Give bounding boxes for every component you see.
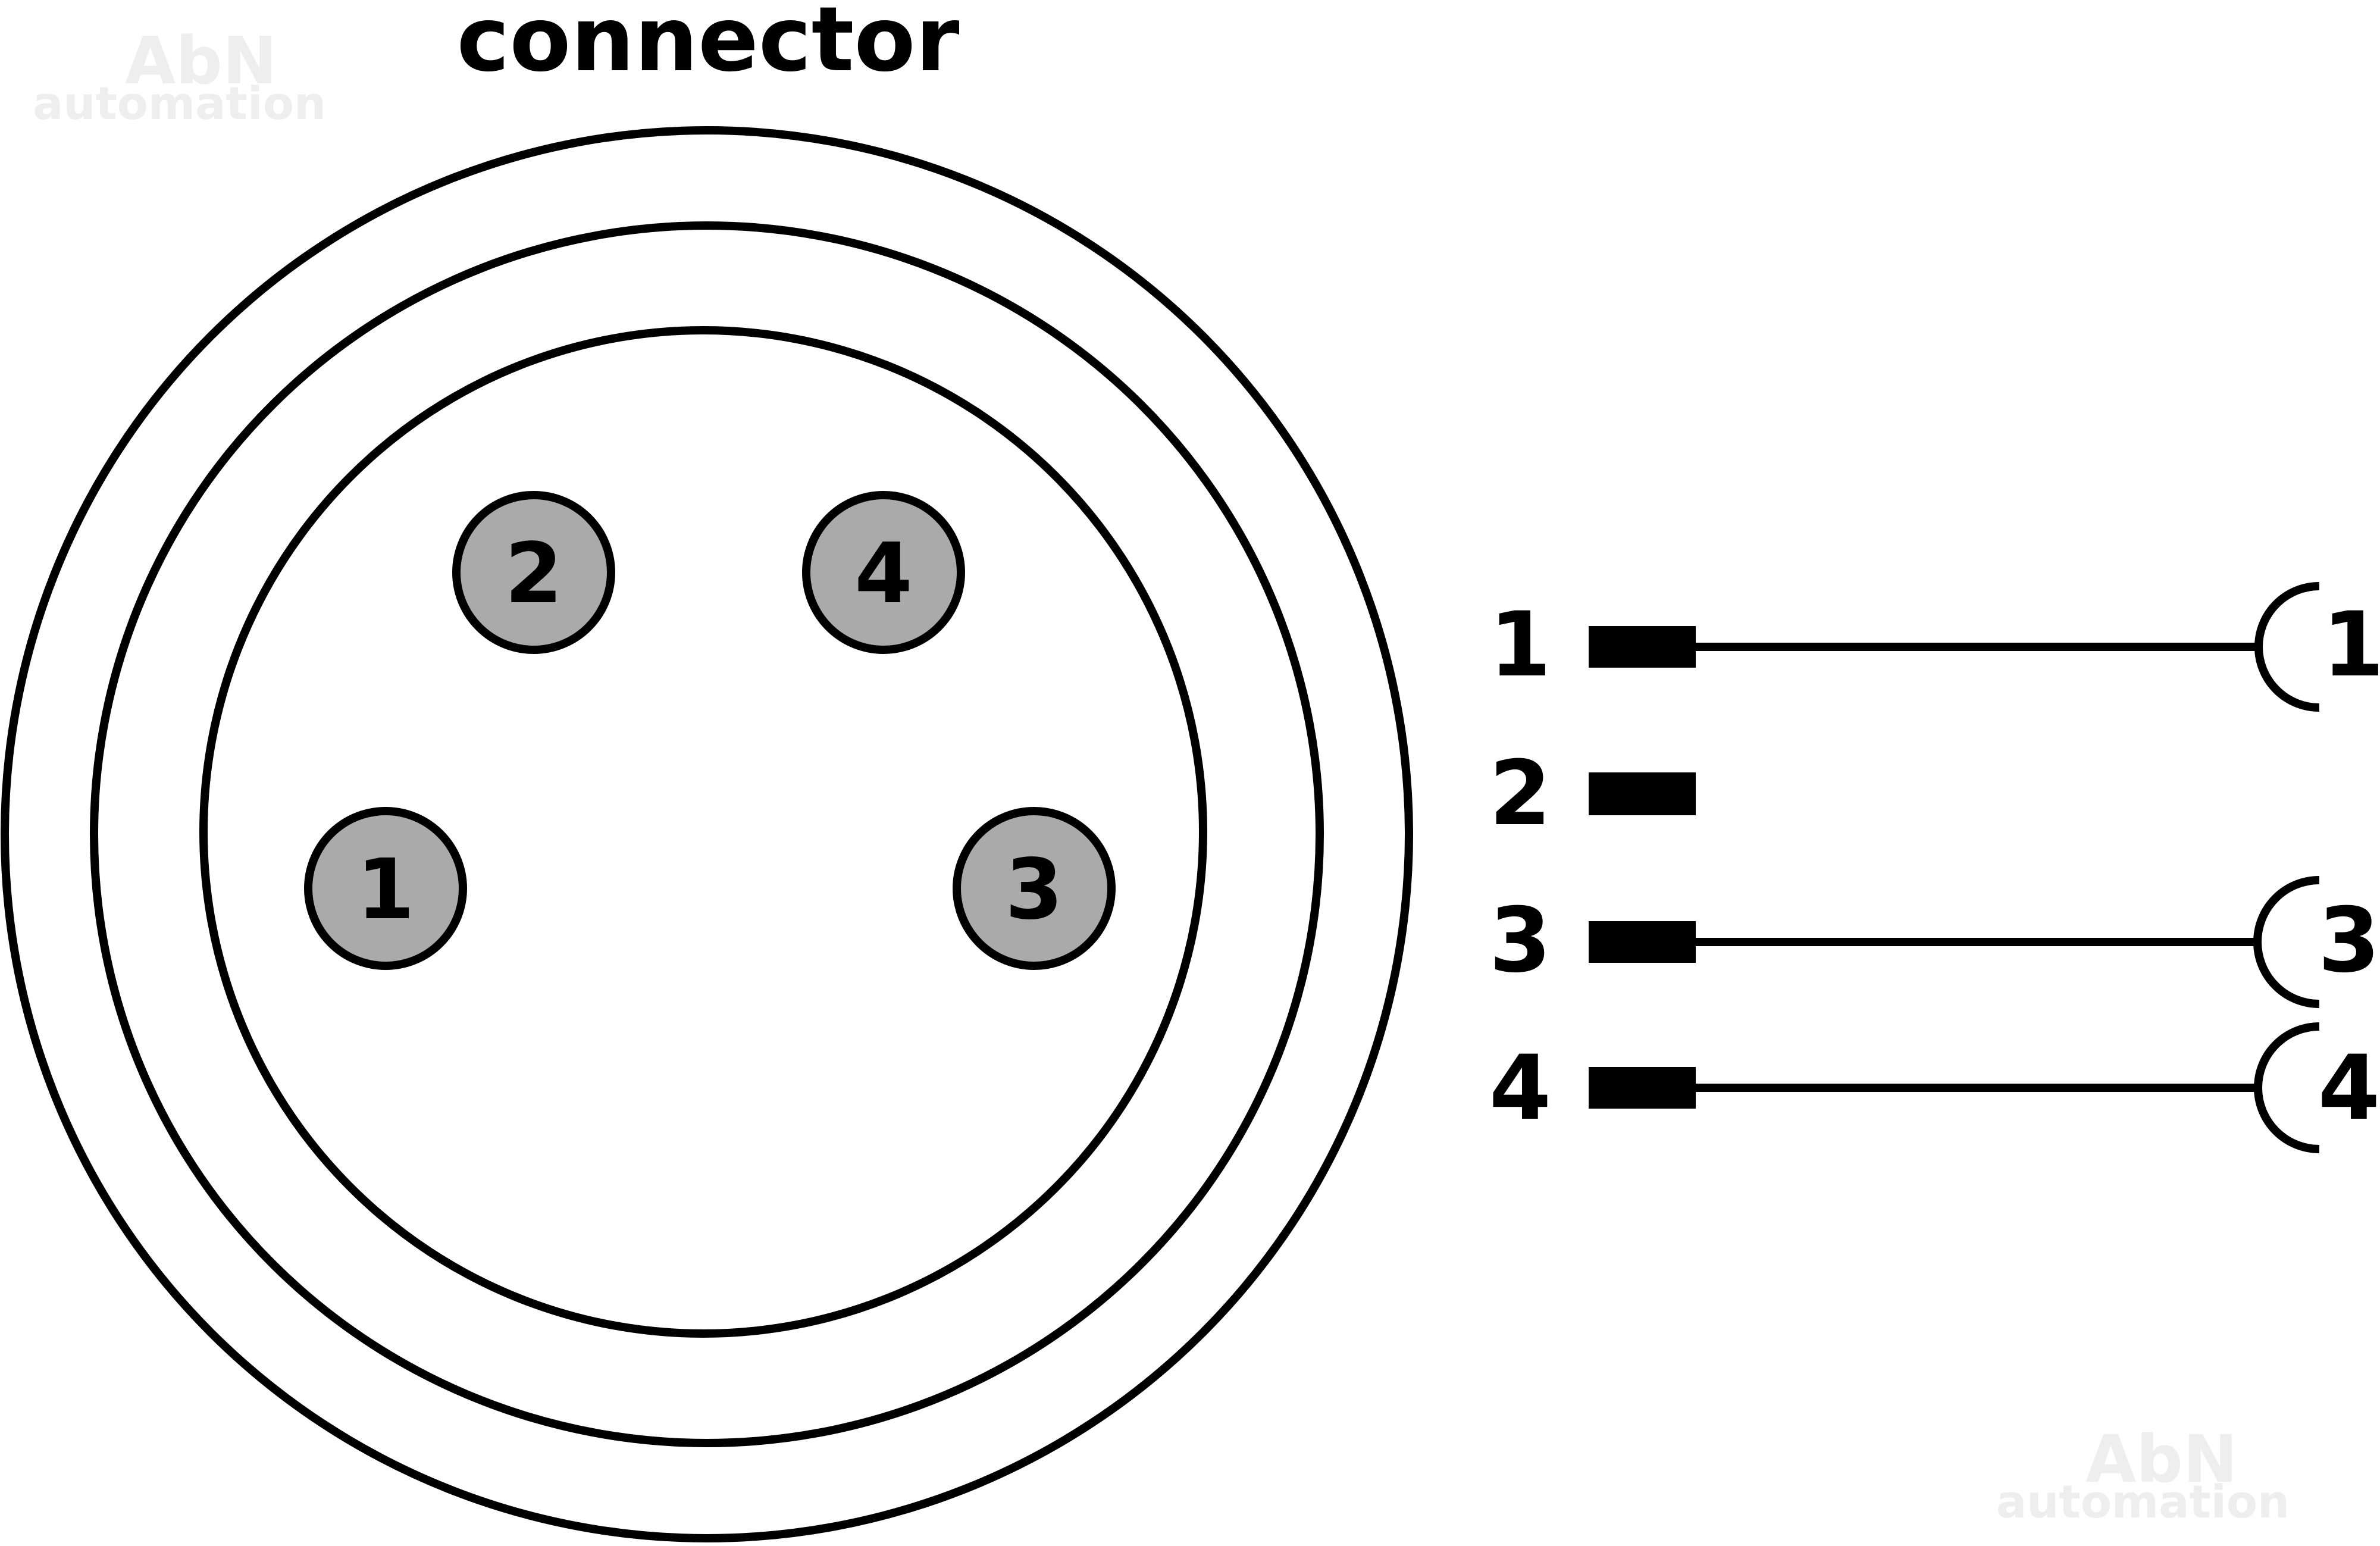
wire-2-terminal <box>1589 772 1696 815</box>
pin-1: 1 <box>304 807 467 970</box>
pin-3-contact <box>953 807 1116 970</box>
pin-3: 3 <box>953 807 1116 970</box>
wiring-row-2: 2 <box>1489 742 1696 846</box>
pin-4-label: 4 <box>854 525 912 622</box>
wire-3-terminal <box>1589 921 1696 963</box>
pin-3-label: 3 <box>1005 841 1063 938</box>
pin-2: 2 <box>452 491 615 654</box>
pin-2-contact <box>452 491 615 654</box>
connector-outer-ring <box>1 126 1413 1542</box>
watermark-line2: automation <box>1996 1475 2290 1528</box>
pin-1-contact <box>304 807 467 970</box>
wire-4-left-label: 4 <box>1489 1037 1551 1140</box>
wire-1-terminal <box>1589 626 1696 668</box>
pin-1-label: 1 <box>356 841 414 938</box>
pin-4: 4 <box>802 491 965 654</box>
watermark-line1: AbN <box>2085 1421 2238 1497</box>
wire-4-terminal <box>1589 1067 1696 1109</box>
wire-1-socket-arc <box>2254 582 2320 712</box>
connector-middle-ring <box>90 221 1324 1447</box>
watermark-top-left: AbN automation <box>33 23 326 130</box>
wire-2-left-label: 2 <box>1489 742 1551 846</box>
wire-3-right-label: 3 <box>2318 889 2380 993</box>
pin-2-label: 2 <box>505 525 562 622</box>
wire-1-right-label: 1 <box>2322 593 2380 697</box>
wire-1-left-label: 1 <box>1489 593 1551 697</box>
wiring-row-3: 3 3 <box>1489 876 2380 1008</box>
watermark-line1: AbN <box>125 23 277 99</box>
wire-3-socket-arc <box>2253 876 2320 1008</box>
connector-inner-ring <box>199 326 1207 1338</box>
wire-4-socket-arc <box>2254 1022 2320 1153</box>
pin-4-contact <box>802 491 965 654</box>
watermark-bottom-right: AbN automation <box>1996 1421 2290 1528</box>
wire-3-left-label: 3 <box>1489 889 1551 993</box>
wire-4-right-label: 4 <box>2318 1037 2380 1140</box>
watermark-line2: automation <box>33 77 326 130</box>
wiring-row-1: 1 1 <box>1489 582 2380 712</box>
diagram-title: connector <box>457 0 960 92</box>
wiring-row-4: 4 4 <box>1489 1022 2380 1153</box>
